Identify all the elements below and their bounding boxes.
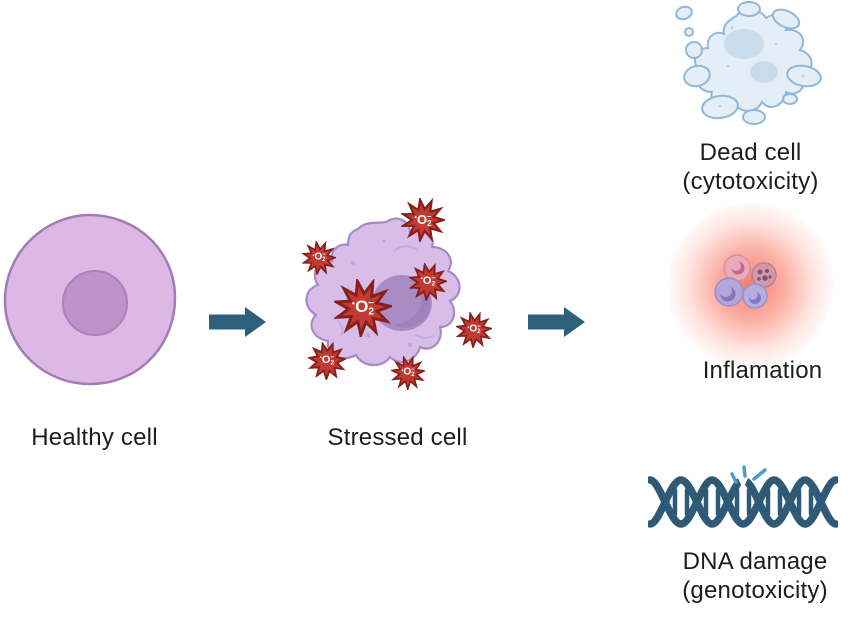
healthy-cell-nucleus [62,270,128,336]
ros-star-icon [334,279,392,337]
cell-fragment [737,1,761,17]
cell-fragment [782,93,798,105]
ros-star-icon [391,356,425,390]
superoxide-burst-large: •O2− [334,279,392,337]
arrow-right-icon [209,307,266,337]
superoxide-label: •O2− [401,367,415,379]
dna-damage-illustration [648,465,838,528]
healthy-cell-illustration [3,213,177,386]
dna-strand [648,476,838,528]
ros-star-icon [401,198,445,242]
superoxide-burst: •O2− [409,263,447,301]
dna-break-spark-icon [730,465,767,484]
cell-fragment [742,109,766,125]
superoxide-label: •O2− [319,353,335,367]
ros-star-icon [456,312,492,348]
cell-fragment [684,27,694,37]
dna-damage-label-line2: (genotoxicity) [682,577,828,604]
dead-cell-label: Dead cell (cytotoxicity) [663,138,838,196]
superoxide-label: •O2− [420,274,436,288]
superoxide-burst: •O2− [401,198,445,242]
superoxide-label: •O2− [351,297,375,318]
superoxide-burst: •O2− [456,312,492,348]
superoxide-burst: •O2− [391,356,425,390]
dead-cell-illustration [675,1,822,125]
inflammation-cells-illustration [714,254,777,309]
superoxide-burst: •O2− [302,241,336,275]
inflammation-label: Inflamation [702,357,823,384]
healthy-cell-label: Healthy cell [31,424,158,451]
ros-star-icon [409,263,447,301]
dna-break [736,474,750,489]
dead-cell-label-line2: (cytotoxicity) [682,168,819,195]
superoxide-label: •O2− [467,324,481,336]
ros-star-icon [308,342,346,380]
superoxide-label: •O2− [414,211,432,228]
cell-fragment [771,8,801,30]
ros-star-icon [302,241,336,275]
superoxide-label: •O2− [312,252,326,264]
arrow-right-icon [528,307,585,337]
stressed-cell-label: Stressed cell [327,424,468,451]
superoxide-burst: •O2− [308,342,346,380]
cell-fragment [685,41,703,59]
cell-fragment [675,5,693,21]
immune-cell [751,262,777,288]
dead-cell-label-line1: Dead cell [699,139,802,166]
dna-damage-label: DNA damage (genotoxicity) [660,547,850,605]
dna-damage-label-line1: DNA damage [682,548,828,575]
cell-fragment [683,64,711,88]
